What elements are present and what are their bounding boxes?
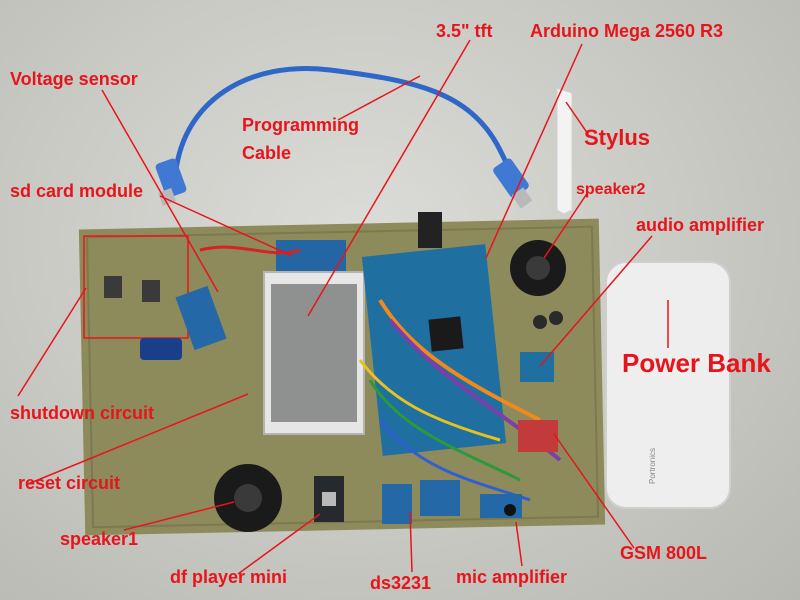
speaker2-cone: [526, 256, 550, 280]
label-reset-circuit: reset circuit: [18, 473, 121, 493]
battery-clip: [140, 338, 182, 360]
df-player-slot: [322, 492, 336, 506]
mic-capsule: [504, 504, 516, 516]
label-audio-amplifier: audio amplifier: [636, 215, 765, 235]
mic-amp-board: [480, 494, 522, 518]
power-bank-brand: Portronics: [648, 447, 657, 484]
capacitor-2: [549, 311, 563, 325]
stylus-body: [556, 87, 573, 215]
dc-jack: [418, 212, 442, 248]
label-tft: 3.5" tft: [436, 21, 493, 41]
power-bank: [605, 261, 731, 509]
label-power-bank: Power Bank: [622, 348, 771, 378]
label-ds3231: ds3231: [370, 573, 432, 593]
label-speaker1: speaker1: [60, 529, 139, 549]
label-programming-cable-line1: Programming: [242, 115, 360, 135]
label-speaker2: speaker2: [576, 181, 646, 198]
wire-red: [199, 245, 301, 255]
shutdown-box: [83, 235, 189, 339]
usb-plug-left: [155, 158, 187, 198]
label-voltage-sensor: Voltage sensor: [10, 69, 138, 89]
speaker1-cone: [234, 484, 262, 512]
capacitor-1: [533, 315, 547, 329]
ds3231-board-2: [420, 480, 460, 516]
label-sd-card-module: sd card module: [10, 181, 144, 201]
label-shutdown-circuit: shutdown circuit: [10, 403, 154, 423]
label-programming-cable-line2: Cable: [242, 143, 292, 163]
arduino-chip: [428, 316, 464, 352]
label-gsm-800l: GSM 800L: [620, 543, 708, 563]
label-mic-amplifier: mic amplifier: [456, 567, 568, 587]
callout-lines: [17, 39, 669, 575]
regulator-1: [104, 276, 122, 298]
label-arduino: Arduino Mega 2560 R3: [530, 21, 724, 41]
label-df-player-mini: df player mini: [170, 567, 288, 587]
usb-connector-right: [511, 187, 533, 209]
wire-yellow: [358, 359, 501, 442]
ds3231-board: [382, 484, 412, 524]
wire-orange: [378, 298, 541, 422]
regulator-2: [142, 280, 160, 302]
wire-blue: [378, 419, 531, 502]
gsm-board: [518, 420, 558, 452]
perfboard-highlight: [85, 225, 600, 529]
usb-plug-right: [493, 158, 529, 198]
wire-green: [368, 379, 521, 482]
label-stylus: Stylus: [584, 125, 651, 150]
voltage-sensor-board: [175, 285, 227, 351]
